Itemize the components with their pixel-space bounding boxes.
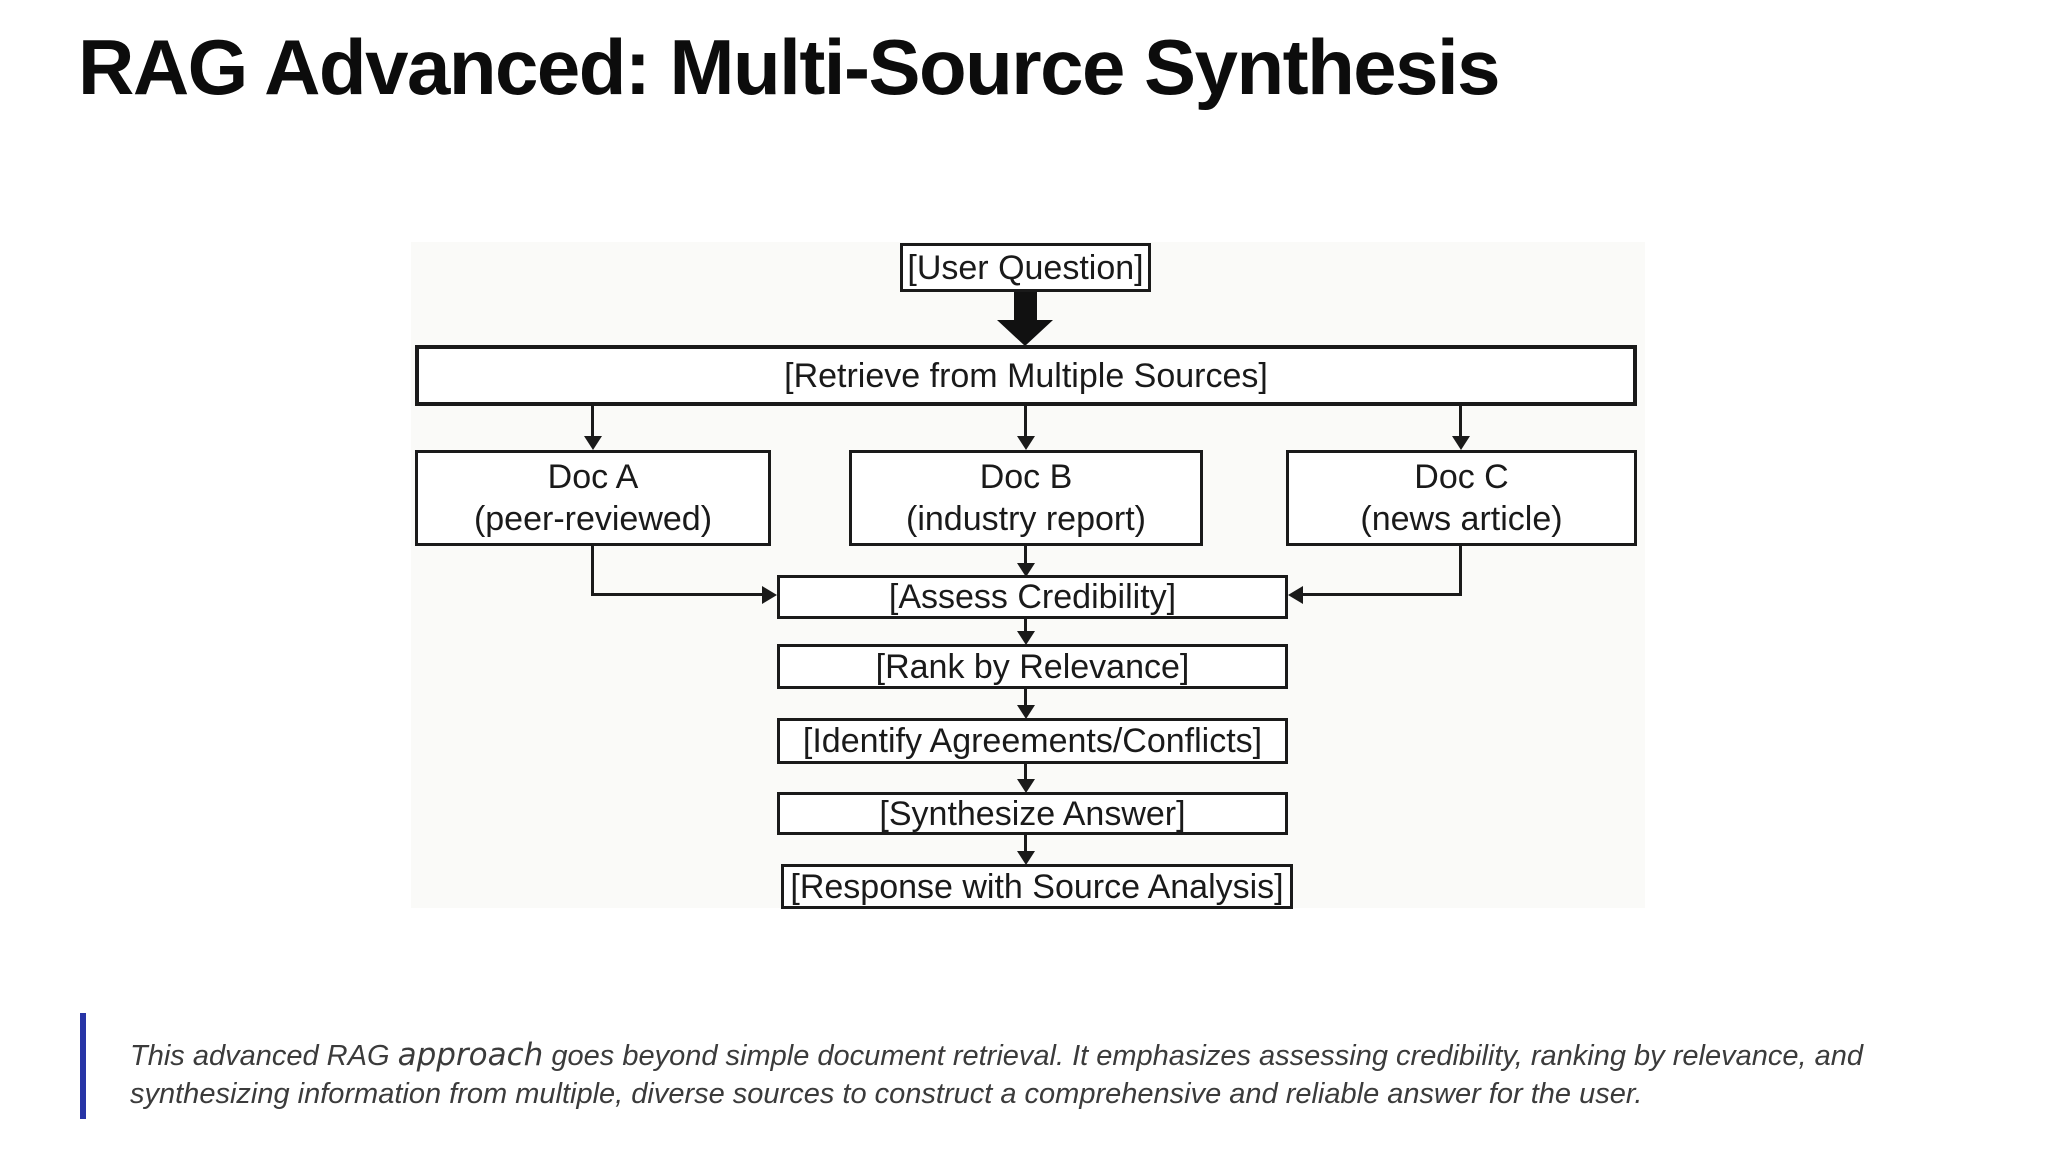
arrow-down-icon [1017, 563, 1035, 577]
arrow-down-icon [1017, 851, 1035, 865]
node-user-question-label: [User Question] [907, 248, 1144, 287]
connector-doc-a-assess-h [591, 593, 763, 596]
caption-accent-bar [80, 1013, 86, 1119]
node-identify-agreements-conflicts-label: [Identify Agreements/Conflicts] [802, 722, 1263, 760]
node-retrieve-label: [Retrieve from Multiple Sources] [784, 356, 1268, 395]
connector-doc-c-assess-v [1459, 546, 1462, 596]
node-doc-c-subtitle: (news article) [1360, 500, 1563, 538]
caption-line1-after: goes beyond simple document retrieval. I… [543, 1040, 1863, 1072]
node-rank-relevance: [Rank by Relevance] [777, 644, 1288, 689]
node-doc-a-title: Doc A [547, 458, 639, 496]
connector-retrieve-doc-c [1459, 406, 1462, 438]
arrow-down-icon [1017, 705, 1035, 719]
block-arrow-down-icon [997, 320, 1053, 346]
arrow-down-icon [1452, 436, 1470, 450]
node-user-question: [User Question] [900, 243, 1151, 292]
connector-retrieve-doc-a [591, 406, 594, 438]
node-doc-a: Doc A (peer-reviewed) [415, 450, 771, 546]
connector-doc-a-assess-v [591, 546, 594, 596]
node-assess-credibility: [Assess Credibility] [777, 575, 1288, 619]
connector-synthesize-response [1024, 835, 1027, 853]
connector-doc-b-assess [1024, 546, 1027, 565]
connector-doc-c-assess-h [1301, 593, 1462, 596]
node-doc-b: Doc B (industry report) [849, 450, 1203, 546]
flowchart-diagram: [User Question] [Retrieve from Multiple … [411, 242, 1645, 909]
node-retrieve: [Retrieve from Multiple Sources] [415, 345, 1637, 406]
node-doc-b-title: Doc B [979, 458, 1073, 496]
connector-rank-identify [1024, 689, 1027, 707]
arrow-down-icon [584, 436, 602, 450]
caption-line1-before: This advanced RAG [130, 1040, 398, 1072]
caption-line-1: This advanced RAG approach goes beyond s… [130, 1036, 2010, 1075]
arrow-right-icon [762, 586, 777, 604]
node-doc-a-subtitle: (peer-reviewed) [473, 500, 713, 538]
caption-line-2: synthesizing information from multiple, … [130, 1078, 1643, 1110]
page-title: RAG Advanced: Multi-Source Synthesis [78, 23, 1501, 111]
caption: This advanced RAG approach goes beyond s… [130, 1036, 2010, 1113]
connector-assess-rank [1024, 619, 1027, 633]
node-response-source-analysis: [Response with Source Analysis] [781, 864, 1293, 909]
node-rank-relevance-label: [Rank by Relevance] [875, 647, 1190, 686]
node-assess-credibility-label: [Assess Credibility] [888, 578, 1177, 616]
arrow-down-icon [1017, 779, 1035, 793]
node-response-source-analysis-label: [Response with Source Analysis] [790, 867, 1284, 906]
block-arrow-shaft [1014, 292, 1037, 321]
caption-line1-highlight: approach [397, 1037, 544, 1073]
arrow-down-icon [1017, 436, 1035, 450]
node-synthesize-answer-label: [Synthesize Answer] [879, 794, 1186, 833]
arrow-left-icon [1288, 586, 1303, 604]
node-identify-agreements-conflicts: [Identify Agreements/Conflicts] [777, 718, 1288, 764]
node-synthesize-answer: [Synthesize Answer] [777, 792, 1288, 835]
arrow-down-icon [1017, 631, 1035, 645]
node-doc-c: Doc C (news article) [1286, 450, 1637, 546]
connector-identify-synthesize [1024, 764, 1027, 781]
node-doc-b-subtitle: (industry report) [906, 500, 1146, 538]
connector-retrieve-doc-b [1024, 406, 1027, 438]
node-doc-c-title: Doc C [1414, 458, 1509, 496]
